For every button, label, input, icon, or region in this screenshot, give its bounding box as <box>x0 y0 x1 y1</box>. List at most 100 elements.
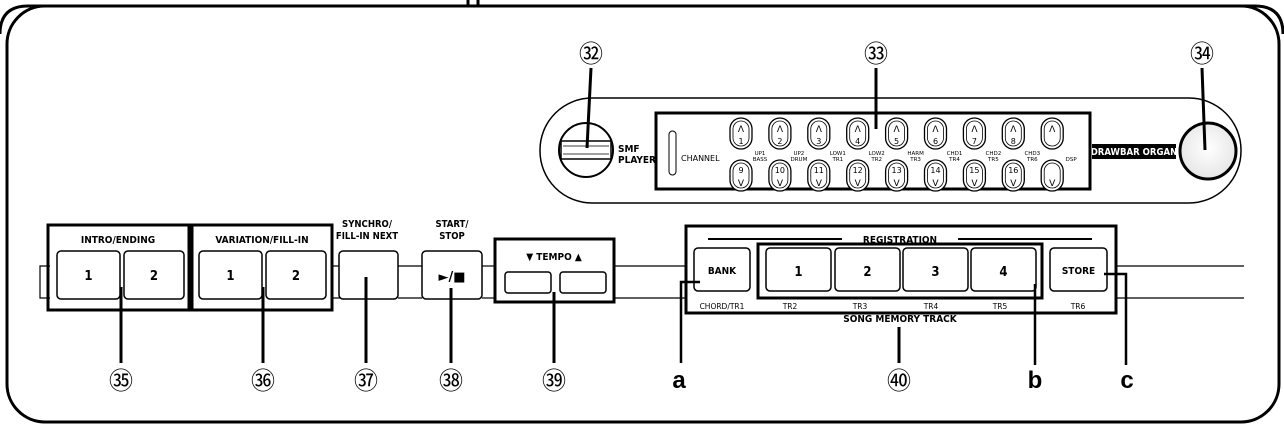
tempo-up-button[interactable] <box>559 271 607 294</box>
channel-lower-button-1[interactable]: 9V <box>729 159 753 192</box>
registration-button-3[interactable] <box>902 247 969 292</box>
up-chevron-icon: Λ <box>894 125 901 135</box>
synchro-label-line2: FILL-IN NEXT <box>336 231 398 242</box>
channel-upper-button-3[interactable]: Λ3 <box>807 117 831 150</box>
callout-34: ㉞ <box>1190 40 1214 68</box>
smf-label: SMF <box>618 144 640 155</box>
registration-button-4-label: 4 <box>999 265 1007 280</box>
smf-player-knob[interactable] <box>558 122 614 178</box>
channel-number: 5 <box>894 137 899 146</box>
channel-part-label-top: UP1 <box>755 151 766 157</box>
channel-part-label-top: LOW2 <box>869 151 885 157</box>
channel-part-label-bottom: TR2 <box>870 157 882 163</box>
up-chevron-icon: Λ <box>971 125 978 135</box>
channel-number: 9 <box>738 166 743 175</box>
intro-ending-group: INTRO/ENDING 1 2 <box>46 223 191 312</box>
up-chevron-icon: Λ <box>816 125 823 135</box>
intro-ending-frame <box>46 223 191 312</box>
down-chevron-icon: V <box>777 179 784 189</box>
intro-ending-button-1[interactable] <box>56 250 121 300</box>
up-chevron-icon: Λ <box>1010 125 1017 135</box>
channel-number: 11 <box>814 166 824 175</box>
channel-number: 2 <box>777 137 782 146</box>
callout-38: ㊳ <box>439 367 463 395</box>
intro-ending-button-2-label: 2 <box>150 269 158 284</box>
channel-lower-button-2[interactable]: 10V <box>768 159 792 192</box>
synchro-fill-in-next-button[interactable] <box>338 250 399 300</box>
start-stop-label-line1: START/ <box>436 219 470 230</box>
store-track-label: TR6 <box>1070 302 1086 311</box>
registration-button-2-label: 2 <box>863 265 871 280</box>
channel-lower-button-4[interactable]: 12V <box>846 159 870 192</box>
variation-button-1-label: 1 <box>226 269 234 284</box>
channel-number: 1 <box>738 137 743 146</box>
callout-b: b <box>1028 367 1043 394</box>
song-memory-track-label: SONG MEMORY TRACK <box>843 314 958 325</box>
tempo-down-button[interactable] <box>504 271 552 294</box>
channel-upper-button-2[interactable]: Λ2 <box>768 117 792 150</box>
down-chevron-icon: V <box>816 179 823 189</box>
down-chevron-icon: V <box>894 179 901 189</box>
channel-upper-button-9[interactable]: Λ <box>1040 117 1064 150</box>
intro-ending-button-2[interactable] <box>123 250 185 300</box>
store-button[interactable] <box>1049 247 1108 292</box>
channel-number: 3 <box>816 137 821 146</box>
registration-button-2[interactable] <box>834 247 901 292</box>
down-chevron-icon: V <box>738 179 745 189</box>
channel-lower-button-3[interactable]: 11V <box>807 159 831 192</box>
callout-37: ㊲ <box>354 367 378 395</box>
channel-upper-button-7[interactable]: Λ7 <box>962 117 987 150</box>
channel-lower-button-9[interactable]: V <box>1040 159 1064 192</box>
variation-fill-in-group: VARIATION/FILL-IN 1 2 <box>190 223 334 312</box>
down-chevron-icon: V <box>932 179 939 189</box>
callout-33: ㉝ <box>864 40 888 68</box>
channel-part-label-bottom: BASS <box>753 157 768 163</box>
channel-part-label-bottom: TR6 <box>1026 157 1038 163</box>
channel-buttons: Λ19VUP1BASSΛ210VUP2DRUMΛ311VLOW1TR1Λ412V… <box>729 117 1078 192</box>
channel-lower-button-6[interactable]: 14V <box>923 159 948 192</box>
up-chevron-icon: Λ <box>777 125 784 135</box>
channel-upper-button-6[interactable]: Λ6 <box>923 117 948 150</box>
channel-lower-button-7[interactable]: 15V <box>962 159 987 192</box>
up-chevron-icon: Λ <box>1049 125 1056 135</box>
channel-upper-button-8[interactable]: Λ8 <box>1001 117 1025 150</box>
channel-number: 15 <box>969 166 979 175</box>
smf-channel-unit: SMF PLAYER CHANNEL Λ19VUP1BASSΛ210VUP2DR… <box>539 97 1242 204</box>
callout-lines <box>119 67 1207 365</box>
callout-36: ㊱ <box>251 367 275 395</box>
registration-button-4[interactable] <box>970 247 1037 292</box>
intro-ending-button-1-label: 1 <box>84 269 92 284</box>
channel-part-label-bottom: TR4 <box>948 157 960 163</box>
drawbar-organ-button[interactable] <box>1178 121 1238 181</box>
channel-part-label-bottom: TR1 <box>831 157 843 163</box>
bank-button-label: BANK <box>708 266 737 277</box>
player-label: PLAYER <box>618 155 656 166</box>
bank-button[interactable] <box>693 247 751 292</box>
channel-upper-button-5[interactable]: Λ5 <box>884 117 909 150</box>
channel-upper-button-4[interactable]: Λ4 <box>846 117 870 150</box>
channel-number: 4 <box>855 137 860 146</box>
registration-button-3-label: 3 <box>931 265 939 280</box>
registration-button-1[interactable] <box>765 247 832 292</box>
bank-track-label: CHORD/TR1 <box>700 302 745 311</box>
channel-upper-button-1[interactable]: Λ1 <box>729 117 753 150</box>
callout-35: ㉟ <box>109 367 133 395</box>
channel-part-label-top: CHD1 <box>947 151 963 157</box>
callout-40: ㊵ <box>887 367 911 395</box>
variation-button-2[interactable] <box>265 250 327 300</box>
channel-lower-button-8[interactable]: 16V <box>1001 159 1025 192</box>
start-stop-label-line2: STOP <box>439 231 465 242</box>
callout-32: ㉜ <box>579 40 603 68</box>
track-label-4: TR5 <box>992 302 1008 311</box>
channel-number: 7 <box>972 137 977 146</box>
variation-button-1[interactable] <box>198 250 263 300</box>
down-chevron-icon: V <box>1010 179 1017 189</box>
channel-part-label-bottom: TR3 <box>909 157 921 163</box>
panel-outline <box>5 4 1281 424</box>
channel-lower-button-5[interactable]: 13V <box>884 159 909 192</box>
channel-label: CHANNEL <box>681 154 720 163</box>
channel-number: 12 <box>853 166 863 175</box>
channel-part-label-bottom: DSP <box>1066 157 1078 163</box>
store-button-label: STORE <box>1062 266 1095 277</box>
intro-ending-title: INTRO/ENDING <box>81 235 155 246</box>
